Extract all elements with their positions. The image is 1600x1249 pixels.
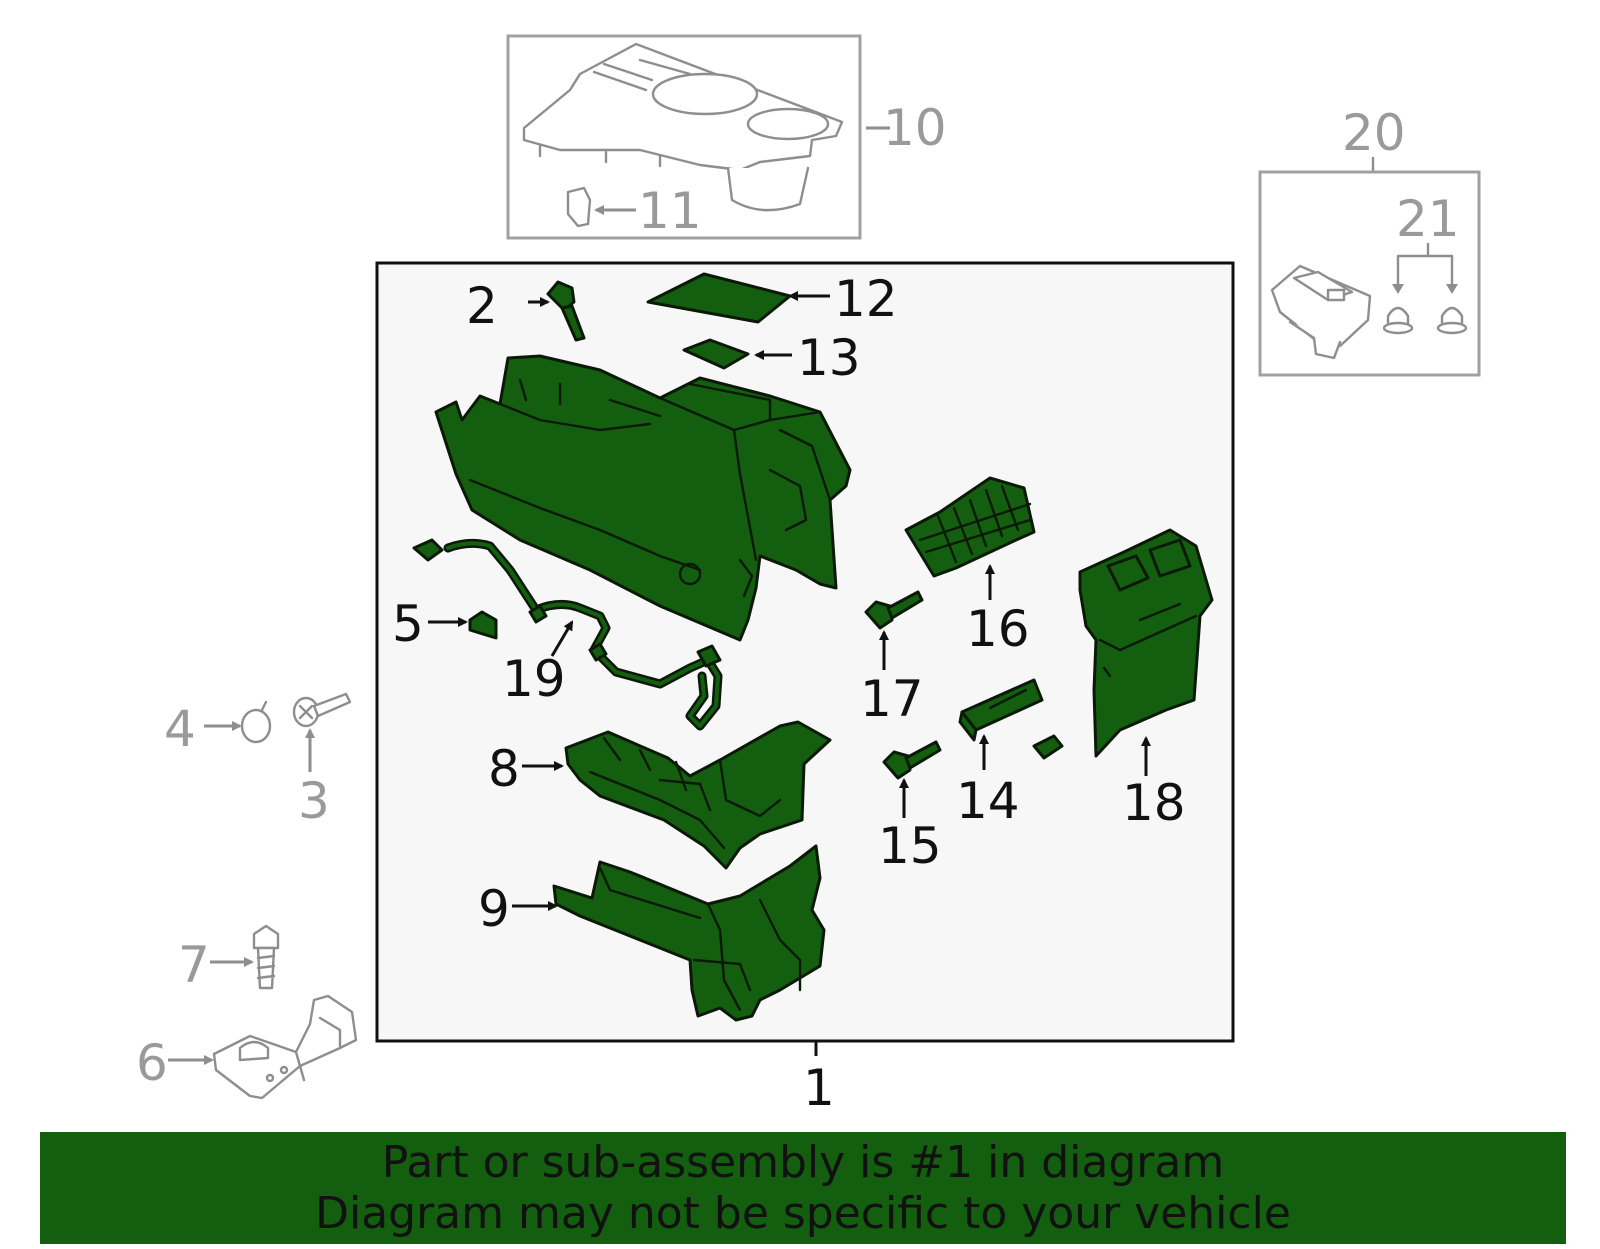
part-11-clip[interactable]	[566, 186, 592, 228]
part-19-wire-harness[interactable]	[412, 538, 723, 731]
part-5-clip[interactable]	[468, 610, 498, 640]
footer-line-1: Part or sub-assembly is #1 in diagram	[381, 1137, 1225, 1188]
callout-12: 12	[834, 270, 898, 328]
callout-6: 6	[136, 1034, 168, 1092]
part-6-bracket[interactable]	[212, 994, 358, 1100]
callout-17: 17	[860, 670, 924, 728]
part-21-clip-right[interactable]	[1436, 306, 1468, 335]
callout-2: 2	[466, 277, 498, 335]
callout-8: 8	[488, 740, 520, 798]
part-21-clip-left[interactable]	[1382, 306, 1414, 335]
part-13-mat[interactable]	[682, 338, 750, 370]
callout-18: 18	[1122, 774, 1186, 832]
part-3-screw[interactable]	[292, 692, 352, 728]
small-clip[interactable]	[1032, 734, 1064, 760]
part-18-rear-panel[interactable]	[1078, 528, 1214, 758]
callout-16: 16	[966, 600, 1030, 658]
part-10-cupholder-trim[interactable]	[522, 42, 844, 212]
callout-5: 5	[392, 595, 424, 653]
callout-4: 4	[164, 700, 196, 758]
footer-banner: Part or sub-assembly is #1 in diagram Di…	[40, 1132, 1566, 1244]
console-body[interactable]	[434, 354, 852, 642]
callout-10: 10	[883, 99, 947, 157]
callout-7: 7	[178, 936, 210, 994]
part-9-bracket[interactable]	[552, 844, 826, 1022]
callout-15: 15	[878, 817, 942, 875]
callout-19: 19	[502, 650, 566, 708]
part-4-clip[interactable]	[240, 700, 272, 744]
part-8-bracket[interactable]	[564, 720, 832, 870]
part-15-screw[interactable]	[882, 740, 942, 780]
callout-21: 21	[1396, 190, 1460, 248]
footer-line-2: Diagram may not be specific to your vehi…	[315, 1188, 1291, 1239]
part-2-bolt[interactable]	[546, 280, 586, 342]
inset-box-switch: 20 21	[1258, 104, 1481, 377]
part-16-vent-grille[interactable]	[904, 476, 1036, 578]
part-14-switch[interactable]	[958, 678, 1044, 742]
callout-20: 20	[1342, 104, 1406, 162]
callout-13: 13	[797, 329, 861, 387]
part-17-screw[interactable]	[864, 590, 924, 630]
callout-9: 9	[478, 880, 510, 938]
callout-14: 14	[956, 772, 1020, 830]
inset-box-cupholder: 10 11	[506, 34, 947, 240]
callout-3: 3	[298, 772, 330, 830]
callout-1: 1	[803, 1059, 835, 1117]
callout-11: 11	[638, 182, 702, 240]
part-20-switch[interactable]	[1270, 264, 1372, 360]
part-7-bolt[interactable]	[252, 924, 280, 990]
